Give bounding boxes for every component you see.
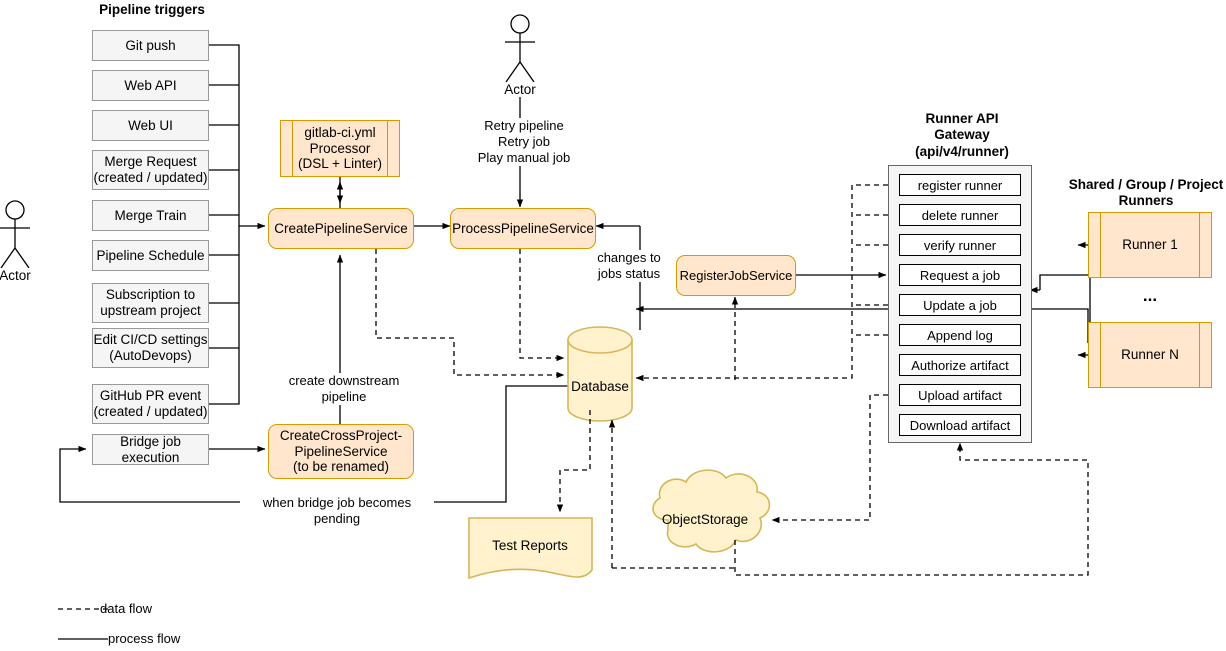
trigger-web-api[interactable]: Web API (92, 70, 209, 101)
actor-left-figure (0, 200, 30, 269)
runner-n-label: Runner N (1121, 347, 1179, 363)
gitlab-ci-yml-processor[interactable]: gitlab-ci.yml Processor (DSL + Linter) (280, 120, 400, 177)
actor-top-figure (505, 14, 535, 83)
api-register-runner[interactable]: register runner (899, 174, 1021, 196)
api-verify-runner[interactable]: verify runner (899, 234, 1021, 256)
runner-api-gateway-heading: Runner API Gateway (api/v4/runner) (915, 111, 1009, 159)
create-cross-project-pipeline-service[interactable]: CreateCrossProject- PipelineService (to … (268, 424, 414, 479)
component-bar-left (1100, 323, 1101, 387)
api-upload-artifact[interactable]: Upload artifact (899, 384, 1021, 406)
api-delete-runner[interactable]: delete runner (899, 204, 1021, 226)
trigger-merge-train[interactable]: Merge Train (92, 200, 209, 231)
object-storage-cloud (652, 469, 771, 553)
bridge-job-pending-label: when bridge job becomes pending (240, 495, 434, 527)
component-bar-right (387, 121, 388, 176)
runner-n[interactable]: Runner N (1088, 322, 1212, 388)
trigger-edit-cicd-settings[interactable]: Edit CI/CD settings (AutoDevops) (92, 328, 209, 368)
trigger-github-pr-event[interactable]: GitHub PR event (created / updated) (92, 384, 209, 424)
changes-to-jobs-status-label: changes to jobs status (588, 250, 670, 282)
test-reports-label: Test Reports (492, 538, 568, 553)
register-job-service[interactable]: RegisterJobService (676, 255, 796, 296)
create-pipeline-service[interactable]: CreatePipelineService (268, 208, 414, 249)
api-request-a-job[interactable]: Request a job (899, 264, 1021, 286)
component-bar-right (1199, 213, 1200, 277)
legend-process-flow-label: process flow (108, 631, 181, 646)
api-authorize-artifact[interactable]: Authorize artifact (899, 354, 1021, 376)
trigger-web-ui[interactable]: Web UI (92, 110, 209, 141)
api-download-artifact[interactable]: Download artifact (899, 414, 1021, 436)
database-label: Database (571, 379, 629, 394)
component-bar-left (292, 121, 293, 176)
api-append-log[interactable]: Append log (899, 324, 1021, 346)
retry-actions-label: Retry pipeline Retry job Play manual job (462, 118, 586, 166)
object-storage-label: ObjectStorage (661, 512, 749, 527)
component-bar-left (1100, 213, 1101, 277)
trigger-subscription-upstream[interactable]: Subscription to upstream project (92, 283, 209, 323)
component-bar-right (1199, 323, 1200, 387)
trigger-pipeline-schedule[interactable]: Pipeline Schedule (92, 240, 209, 271)
trigger-git-push[interactable]: Git push (92, 30, 209, 61)
pipeline-triggers-heading: Pipeline triggers (99, 2, 205, 17)
runners-group-heading: Shared / Group / Project Runners (1068, 177, 1224, 209)
database-cylinder (567, 326, 633, 422)
trigger-merge-request[interactable]: Merge Request (created / updated) (92, 150, 209, 190)
legend-data-flow-label: data flow (100, 601, 153, 616)
trigger-bridge-job-execution[interactable]: Bridge job execution (92, 434, 209, 465)
runner-1-label: Runner 1 (1122, 237, 1178, 253)
runner-1[interactable]: Runner 1 (1088, 212, 1212, 278)
actor-left-label: Actor (0, 268, 45, 283)
process-pipeline-service[interactable]: ProcessPipelineService (450, 208, 596, 249)
api-update-a-job[interactable]: Update a job (899, 294, 1021, 316)
runners-ellipsis: ... (1142, 286, 1158, 305)
legend-swatches (58, 608, 108, 640)
create-downstream-pipeline-label: create downstream pipeline (278, 373, 410, 405)
gitlab-ci-yml-processor-label: gitlab-ci.yml Processor (DSL + Linter) (298, 124, 382, 172)
actor-top-label: Actor (490, 82, 550, 97)
